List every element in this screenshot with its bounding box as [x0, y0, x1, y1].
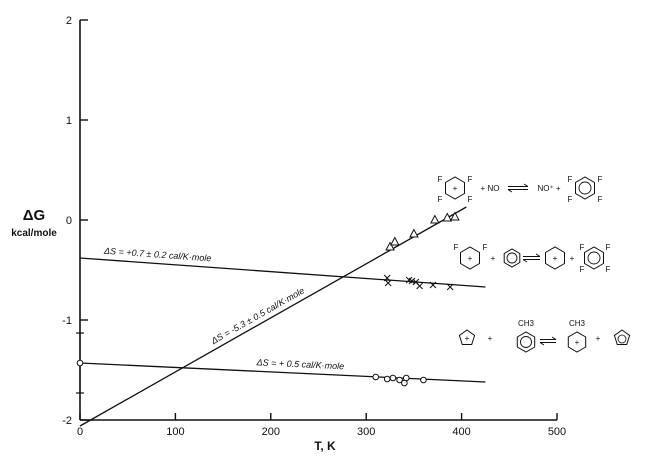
aromatic-circle [587, 251, 601, 265]
delta-s-annotation: ΔS = + 0.5 cal/K·mole [255, 357, 344, 371]
circle-point [402, 374, 410, 382]
scheme-label: F [468, 195, 473, 204]
tick-labels: 0 100 200 300 400 500 2 1 0 -1 -2 [62, 15, 566, 438]
aromatic-circle [578, 181, 592, 195]
data-points [76, 211, 460, 387]
ring-pentagon [458, 329, 476, 345]
aromatic-circle [506, 252, 518, 264]
x-tick-label: 400 [452, 426, 470, 438]
ring-hexagon [516, 331, 536, 353]
triangle-point [389, 236, 400, 246]
arrow-head [539, 342, 545, 346]
scheme-label: + [596, 334, 601, 343]
x-point [416, 282, 423, 290]
ring-hexagon [460, 246, 480, 270]
cation-mark: + [465, 334, 470, 343]
cation-mark: + [468, 254, 473, 263]
scheme-label: F [438, 195, 443, 204]
fit-lines [79, 206, 486, 427]
circle-point [76, 359, 84, 367]
circle-point [396, 376, 403, 384]
y-tick-label: -1 [62, 315, 72, 327]
scheme-label: F [598, 195, 603, 204]
scheme-label: F [483, 243, 488, 252]
aromatic-circle [520, 336, 532, 348]
arrow-head [535, 253, 541, 257]
ring-hexagon [445, 176, 465, 200]
aromatic-circle [617, 334, 627, 344]
x-tick-label: 500 [548, 426, 566, 438]
cation-mark: + [453, 184, 458, 193]
ring-hexagon [503, 248, 521, 268]
scheme-label: F [580, 265, 585, 274]
circle-point [372, 373, 380, 381]
arrow-head [507, 189, 513, 193]
circle-point [389, 374, 397, 382]
y-tick-label: 0 [66, 215, 72, 227]
x-point [446, 283, 454, 291]
x-point [429, 281, 437, 289]
arrow-head [551, 336, 557, 340]
scheme-label: F [580, 243, 585, 252]
x-tick-label: 200 [262, 426, 280, 438]
triangle-point [430, 214, 440, 224]
delta-s-annotation: ΔS = -5.3 ± 0.5 cal/K·mole [209, 285, 306, 346]
scheme-label: F [606, 243, 611, 252]
scheme-label: + [488, 334, 493, 343]
triangle-point [442, 212, 453, 222]
scheme-label: + NO [481, 184, 500, 193]
scheme-label: F [568, 195, 573, 204]
fit-line-circle [79, 362, 486, 383]
scheme-label: + [491, 254, 496, 263]
fit-line-x [79, 257, 486, 288]
y-axis-label-symbol: ΔG [23, 207, 45, 224]
ring-pentagon [613, 329, 631, 345]
fit-line-triangle [79, 206, 467, 427]
arrow-head [523, 183, 529, 187]
ring-hexagon [584, 246, 604, 270]
x-tick-label: 100 [166, 426, 184, 438]
scheme-label: F [568, 175, 573, 184]
y-axis-label-units: kcal/mole [11, 228, 57, 239]
scheme-label: F [468, 175, 473, 184]
triangle-point [409, 228, 419, 238]
triangle-point [450, 211, 460, 221]
scheme-label: F [438, 175, 443, 184]
x-tick-label: 0 [77, 426, 83, 438]
ring-hexagon [575, 176, 595, 200]
y-tick-label: 1 [66, 115, 72, 127]
y-tick-label: -2 [62, 415, 72, 427]
methyl-label: CH3 [569, 319, 586, 328]
scheme-label: F [454, 243, 459, 252]
ring-hexagon [567, 331, 587, 353]
x-point [384, 279, 392, 287]
x-point [408, 277, 416, 285]
triangle-point [385, 241, 395, 251]
cation-mark: + [553, 254, 558, 263]
x-tick-label: 300 [357, 426, 375, 438]
scheme-label: F [598, 175, 603, 184]
circle-point [383, 375, 391, 383]
methyl-label: CH3 [518, 319, 535, 328]
x-axis-label: T, K [314, 439, 336, 453]
cation-mark: + [575, 338, 580, 347]
ring-hexagon [545, 246, 565, 270]
scheme-label: NO⁺ + [537, 184, 560, 193]
arrow-head [522, 259, 528, 263]
circle-point [420, 376, 427, 384]
scheme-label: + [570, 254, 575, 263]
scheme-label: F [606, 265, 611, 274]
y-tick-label: 2 [66, 15, 72, 27]
